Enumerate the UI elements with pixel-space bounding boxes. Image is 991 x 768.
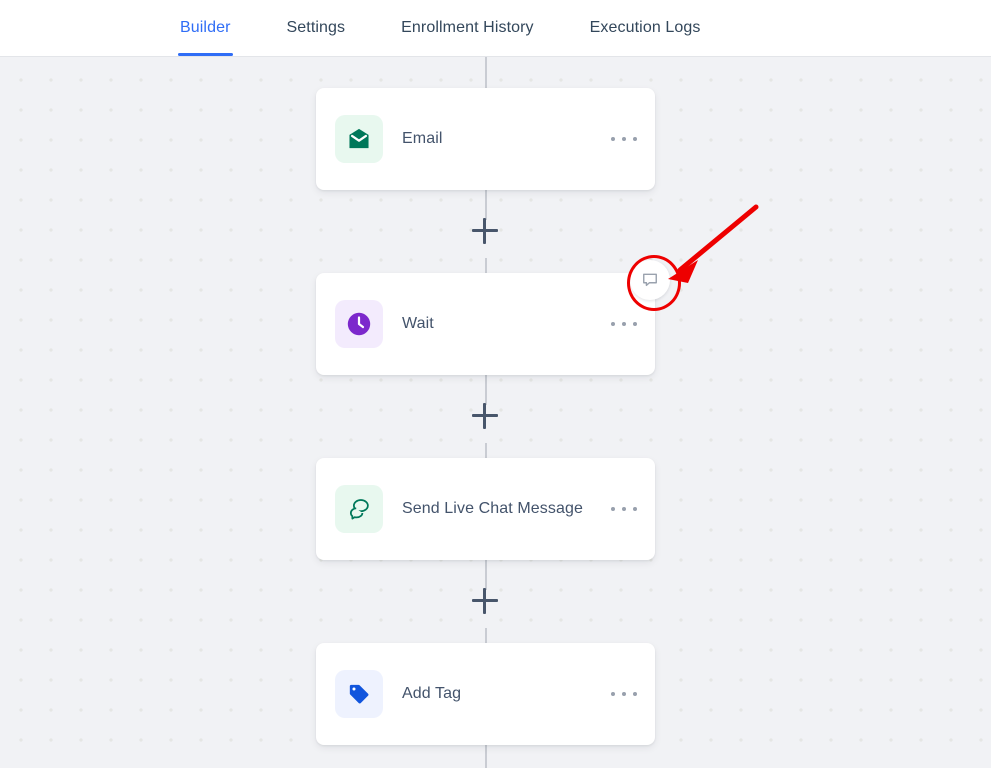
node-icon-wrapper-add-tag — [335, 670, 383, 718]
node-label-email: Email — [402, 130, 443, 147]
node-icon-wrapper-wait — [335, 300, 383, 348]
clock-icon — [347, 312, 371, 336]
node-label-wait: Wait — [402, 315, 434, 332]
tab-enrollment-history[interactable]: Enrollment History — [401, 0, 534, 56]
node-label-send-live-chat-message: Send Live Chat Message — [402, 500, 583, 517]
workflow-node-add-tag[interactable]: Add Tag — [316, 643, 655, 745]
add-step-button-2[interactable] — [472, 403, 498, 429]
ellipsis-icon — [633, 692, 637, 696]
ellipsis-icon — [611, 692, 615, 696]
comment-bubble-icon — [643, 273, 657, 287]
ellipsis-icon — [622, 137, 626, 141]
ellipsis-icon — [633, 137, 637, 141]
node-menu-button-wait[interactable] — [611, 314, 637, 334]
ellipsis-icon — [633, 507, 637, 511]
ellipsis-icon — [622, 507, 626, 511]
connector-line-top — [485, 57, 487, 88]
add-step-button-3[interactable] — [472, 588, 498, 614]
ellipsis-icon — [622, 322, 626, 326]
workflow-node-wait[interactable]: Wait — [316, 273, 655, 375]
ellipsis-icon — [633, 322, 637, 326]
node-comment-button[interactable] — [630, 260, 670, 300]
node-menu-button-email[interactable] — [611, 129, 637, 149]
tab-enrollment-history-label: Enrollment History — [401, 19, 534, 36]
ellipsis-icon — [611, 507, 615, 511]
ellipsis-icon — [611, 137, 615, 141]
tab-execution-logs-label: Execution Logs — [589, 19, 701, 36]
envelope-open-icon — [349, 128, 369, 149]
node-menu-button-send-live-chat-message[interactable] — [611, 499, 637, 519]
chat-bubbles-icon — [349, 499, 369, 520]
connector-line-5 — [485, 560, 487, 590]
workflow-node-email[interactable]: Email — [316, 88, 655, 190]
tag-icon — [349, 684, 369, 704]
node-label-add-tag: Add Tag — [402, 685, 462, 702]
workflow-node-send-live-chat-message[interactable]: Send Live Chat Message — [316, 458, 655, 560]
workflow-canvas[interactable]: Email Wait — [0, 57, 991, 768]
tab-builder-label: Builder — [180, 19, 231, 36]
tab-execution-logs[interactable]: Execution Logs — [590, 0, 701, 56]
ellipsis-icon — [622, 692, 626, 696]
tab-builder[interactable]: Builder — [178, 0, 233, 56]
tab-bar: Builder Settings Enrollment History Exec… — [0, 0, 991, 57]
ellipsis-icon — [611, 322, 615, 326]
node-menu-button-add-tag[interactable] — [611, 684, 637, 704]
connector-line-1 — [485, 190, 487, 220]
connector-line-bottom — [485, 745, 487, 768]
node-icon-wrapper-send-live-chat-message — [335, 485, 383, 533]
connector-line-3 — [485, 375, 487, 405]
node-icon-wrapper-email — [335, 115, 383, 163]
add-step-button-1[interactable] — [472, 218, 498, 244]
tab-settings-label: Settings — [286, 19, 346, 36]
tab-settings[interactable]: Settings — [287, 0, 346, 56]
